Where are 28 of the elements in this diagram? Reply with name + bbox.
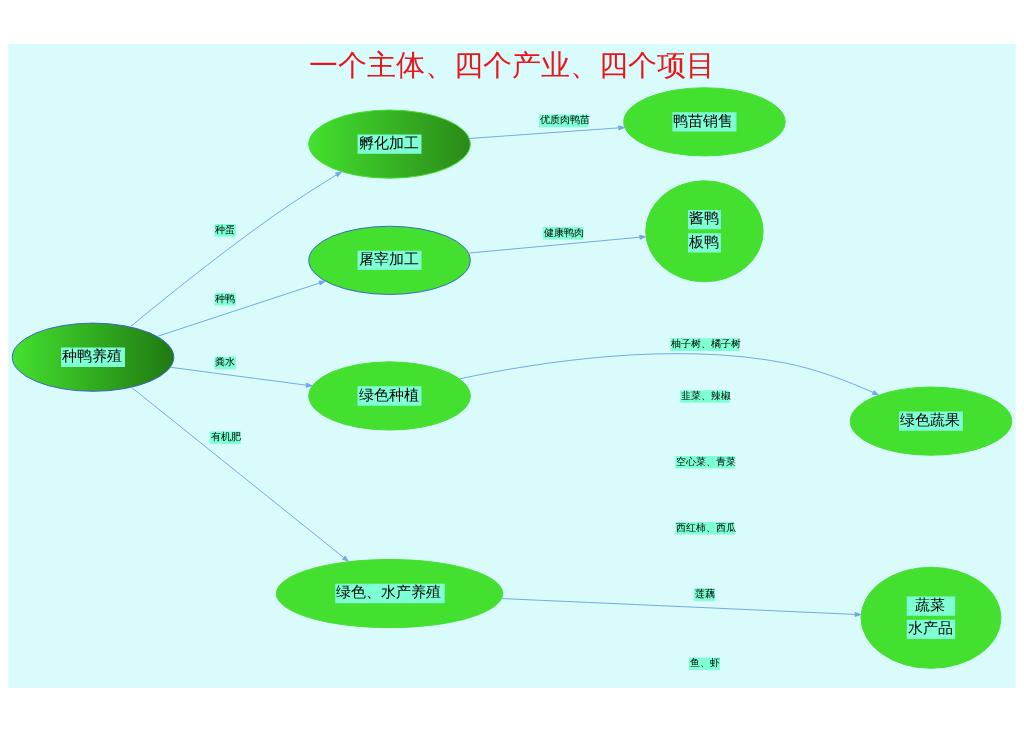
- arrow: [468, 234, 647, 254]
- arrow: [170, 366, 313, 388]
- node-ellipse: 绿色种植: [308, 360, 471, 431]
- node-ellipse: 蔬菜 水产品: [860, 566, 1002, 669]
- label: 韭菜、辣椒: [681, 389, 732, 401]
- arrow: [130, 170, 342, 327]
- edge-label: 健康鸭肉: [543, 226, 584, 238]
- label: 空心菜、青菜: [676, 455, 737, 467]
- node-ellipse: 绿色、水产养殖: [275, 558, 504, 628]
- node-ellipse: 酱鸭 板鸭: [645, 179, 764, 282]
- arrow: [469, 124, 625, 139]
- node-ellipse: 屠宰加工: [308, 225, 471, 295]
- edge-label: 种鸭: [215, 292, 236, 304]
- edge-label: 有机肥: [210, 430, 241, 442]
- edge-label: 优质肉鸭苗: [539, 113, 590, 125]
- diagram-title: 一个主体、四个产业、四个项目: [309, 47, 715, 82]
- edge-label: 粪水: [215, 355, 236, 367]
- label: 鱼、虾: [689, 656, 720, 668]
- arrow: [157, 280, 326, 337]
- arrow: [459, 352, 880, 395]
- arrow: [501, 597, 862, 617]
- node-ellipse: 种鸭养殖: [11, 322, 175, 392]
- edge-label: 柚子树、橘子树: [671, 337, 742, 349]
- edge-label: 种蛋: [215, 223, 236, 235]
- label: 西红柿、西瓜: [676, 521, 737, 533]
- edge-label: 莲藕: [694, 587, 715, 599]
- arrow: [131, 386, 349, 562]
- node-ellipse: 鸭苗销售: [623, 86, 786, 156]
